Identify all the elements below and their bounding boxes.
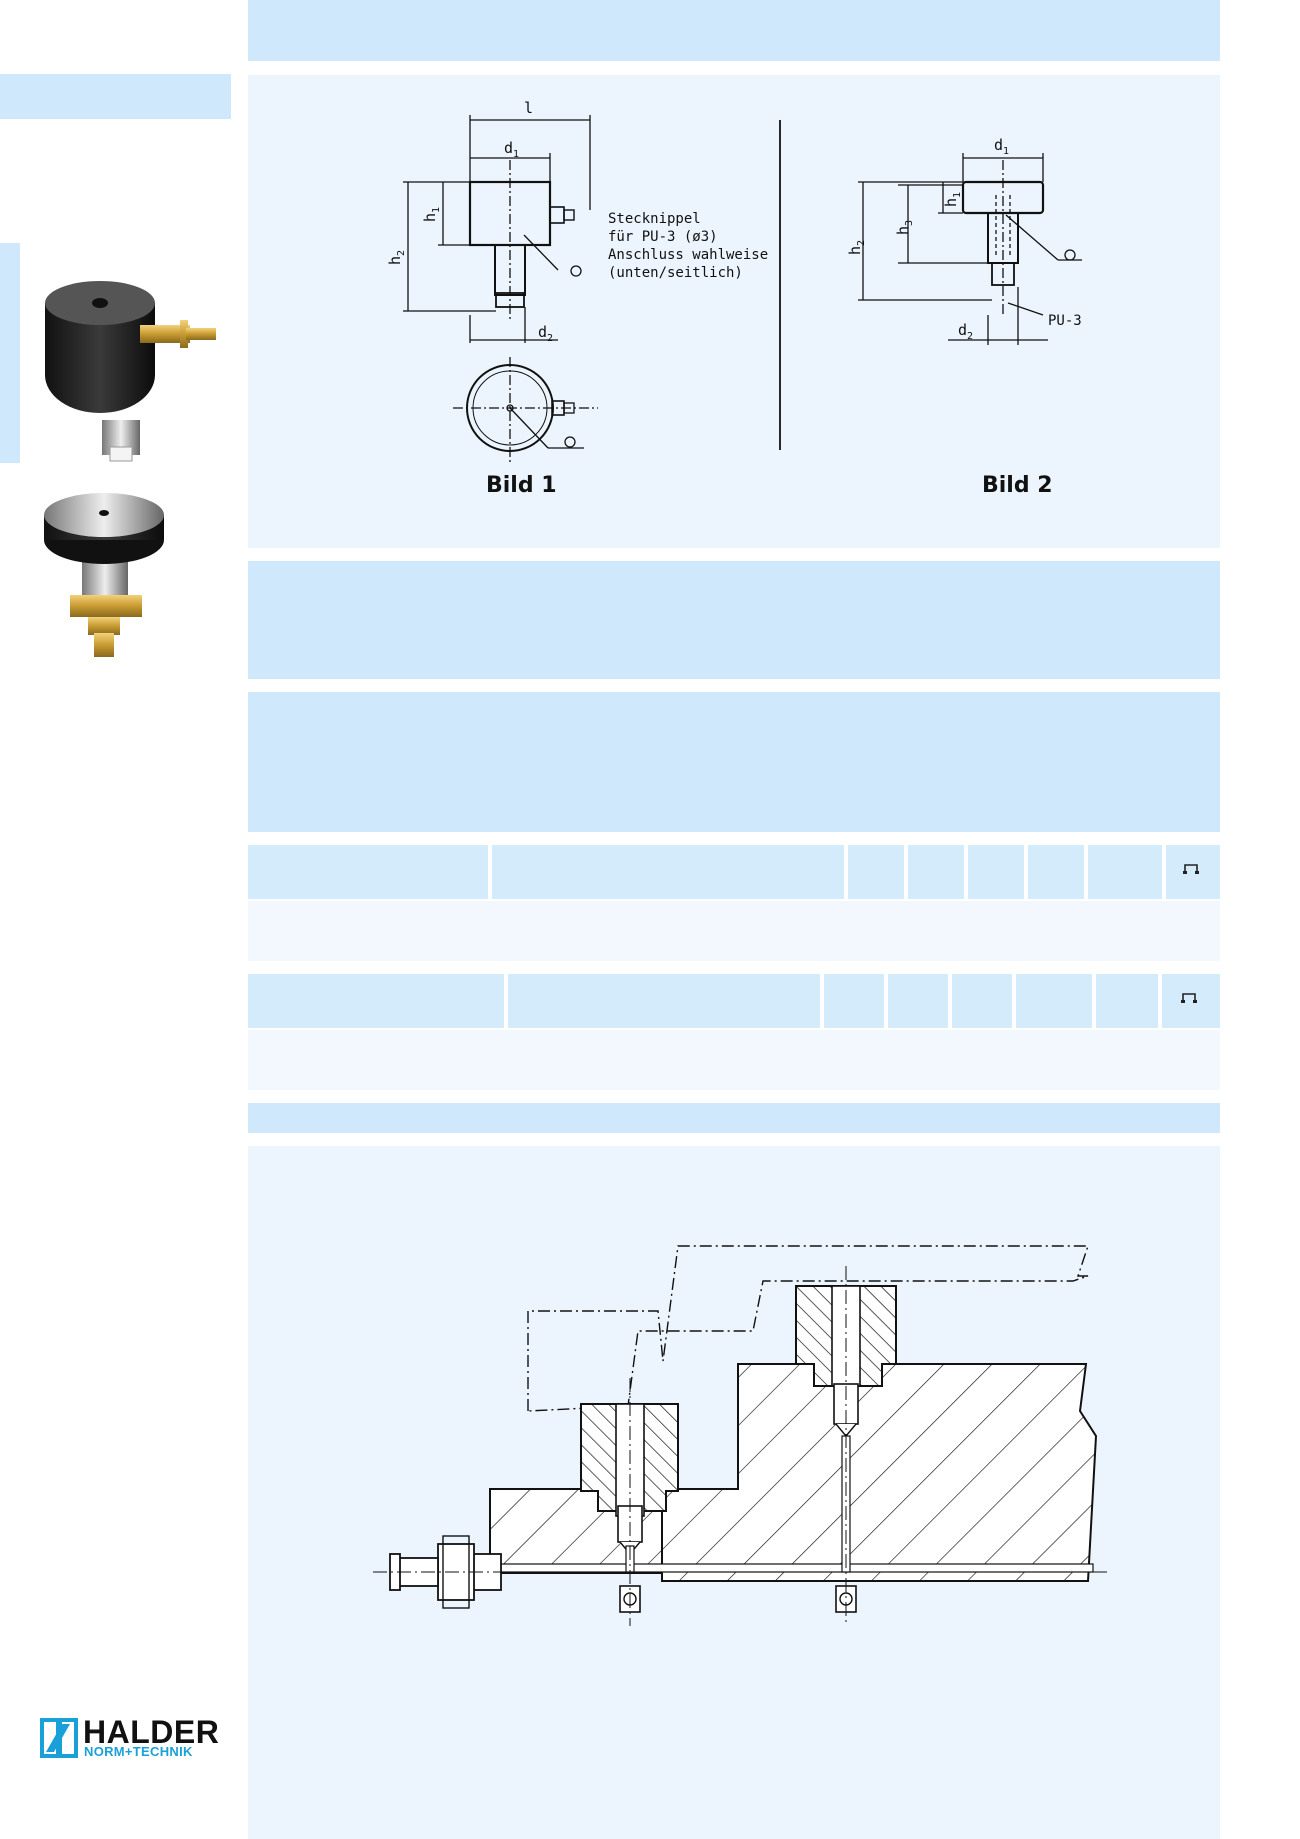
description-band-1 (248, 561, 1220, 679)
note-line-3: Anschluss wahlweise (608, 247, 768, 263)
product-photo-side-connector (45, 281, 216, 462)
technical-drawing-top: l d1 d2 h1 h2 Stecknippel für PU-3 (ø3) … (386, 99, 1082, 463)
header-band (248, 0, 1220, 61)
sidebar-accent-bar (0, 243, 20, 463)
section-band (248, 1103, 1220, 1133)
dim-l-label: l (524, 99, 533, 117)
scale-icon (1183, 864, 1199, 874)
svg-text:h3: h3 (894, 220, 915, 235)
svg-text:h2: h2 (846, 240, 867, 255)
dim-d2-label: d2 (538, 323, 553, 344)
halder-logo-mark (40, 1718, 78, 1758)
bild1-label: Bild 1 (486, 473, 557, 498)
table-2 (248, 974, 1220, 1090)
note-line-4: (unten/seitlich) (608, 265, 743, 281)
svg-text:d2: d2 (958, 321, 973, 342)
scale-icon (1181, 993, 1197, 1003)
halder-logo: HALDER NORM+TECHNIK (40, 1714, 240, 1760)
bild2-dim-d1-label: d1 (994, 136, 1009, 157)
logo-tagline: NORM+TECHNIK (84, 1744, 193, 1759)
bild2-label: Bild 2 (982, 473, 1053, 498)
svg-text:h1: h1 (942, 192, 963, 207)
table-row (248, 901, 1220, 961)
pu3-label: PU-3 (1048, 313, 1082, 329)
dim-h2-label: h2 (386, 250, 407, 265)
logo-name: HALDER (83, 1714, 220, 1750)
dim-h1-label: h1 (421, 207, 442, 222)
table-1 (248, 845, 1220, 961)
sidebar-tab (0, 74, 231, 119)
table-row (248, 1030, 1220, 1090)
description-band-2 (248, 692, 1220, 832)
note-line-1: Stecknippel (608, 211, 701, 227)
dim-d1-label: d1 (504, 139, 519, 160)
installation-drawing (373, 1245, 1108, 1626)
product-photo-bottom-connector (44, 493, 164, 657)
note-line-2: für PU-3 (ø3) (608, 229, 718, 245)
